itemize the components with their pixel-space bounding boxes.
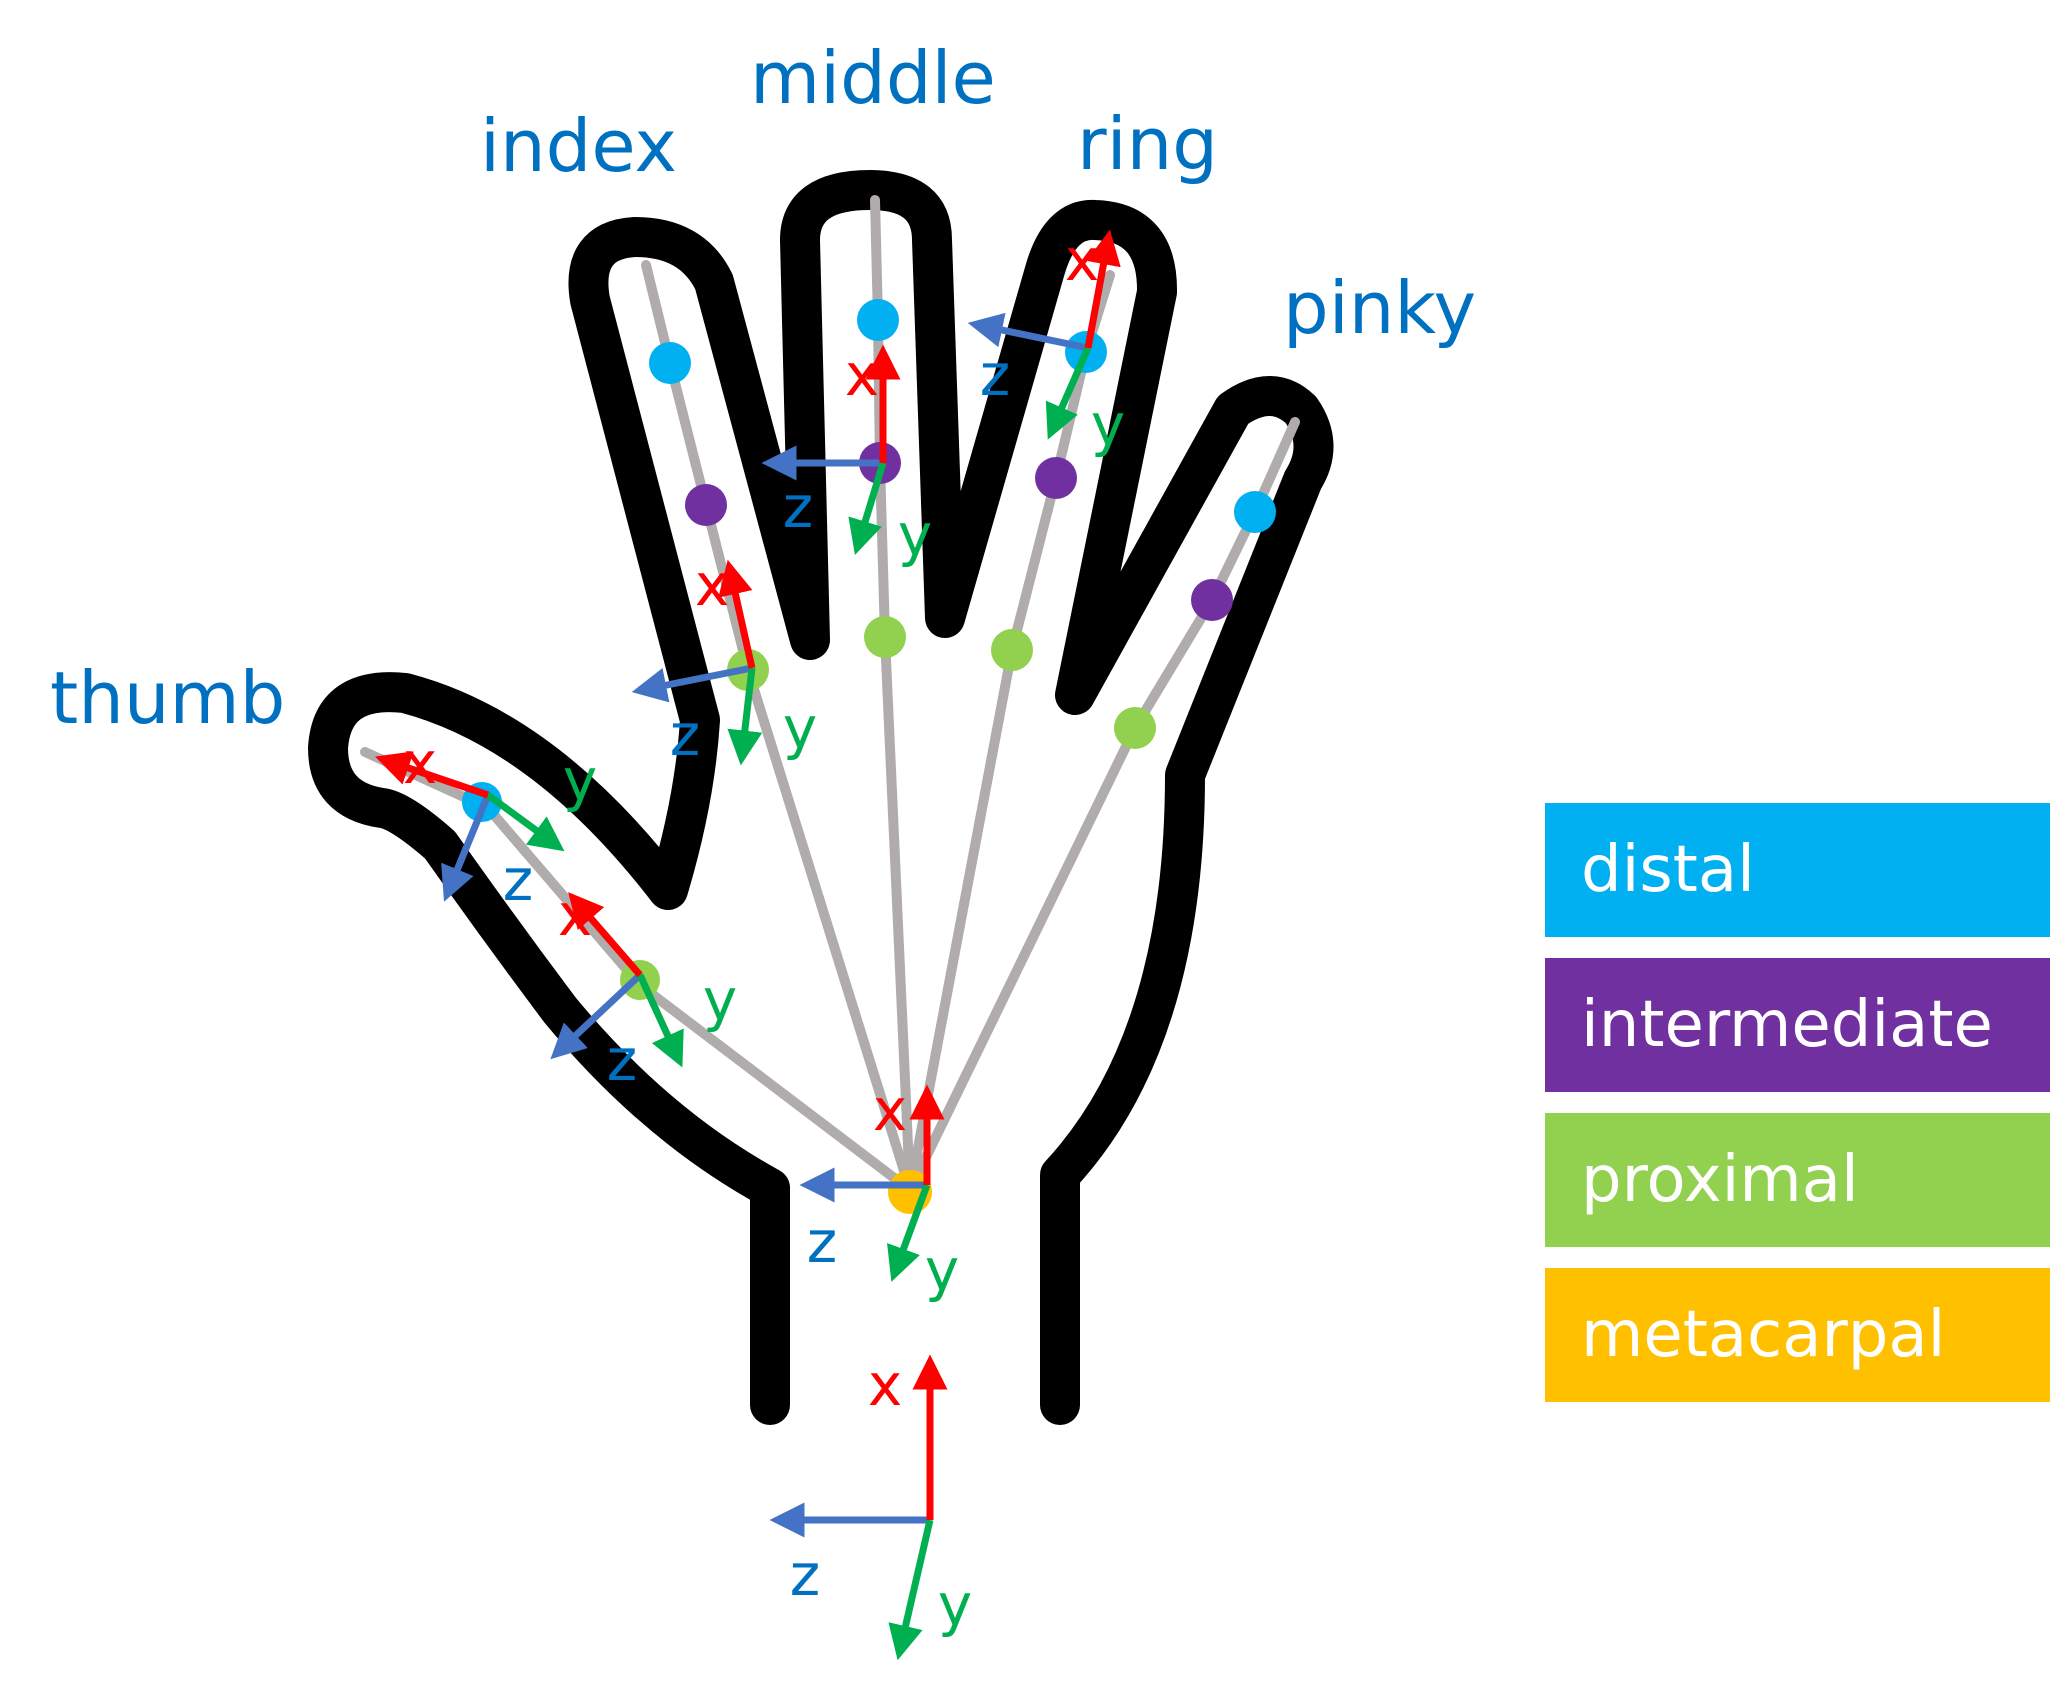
frame-world-x-label: x <box>868 1351 902 1419</box>
finger-label-pinky: pinky <box>1283 266 1477 350</box>
frame-thumb-distal-z-label: z <box>503 846 533 914</box>
hand-outline-left <box>308 170 1334 1425</box>
finger-label-ring: ring <box>1077 102 1218 186</box>
joint-pinky-distal <box>1234 491 1276 533</box>
joint-ring-proximal <box>991 629 1033 671</box>
frame-root-y-label: y <box>925 1236 959 1304</box>
joint-middle-proximal <box>864 616 906 658</box>
frame-root-x-label: x <box>873 1076 907 1144</box>
frame-thumb-distal-x-axis <box>375 751 490 799</box>
frame-thumb-distal-y-label: y <box>563 746 597 814</box>
frame-middle-x-label: x <box>845 341 879 409</box>
frame-root-y-axis <box>887 1183 931 1282</box>
frame-thumb-proximal-y-label: y <box>703 966 737 1034</box>
frame-world-y-axis <box>888 1519 934 1661</box>
joint-ring-intermediate <box>1035 457 1077 499</box>
bone-legend: distal intermediate proximal metacarpal <box>1545 803 2050 1423</box>
frame-index-z-label: z <box>670 701 700 769</box>
frame-ring-z-label: z <box>980 341 1010 409</box>
frame-thumb-proximal-x-axis <box>568 892 643 978</box>
legend-item-distal: distal <box>1545 803 2050 937</box>
frame-thumb-proximal-y-axis <box>636 973 684 1068</box>
joint-pinky-intermediate <box>1191 579 1233 621</box>
frame-thumb-proximal-z-axis <box>550 972 643 1060</box>
frame-world-y-label: y <box>938 1571 972 1639</box>
frame-ring-x-label: x <box>1065 226 1099 294</box>
legend-item-metacarpal: metacarpal <box>1545 1268 2050 1402</box>
middle-bones <box>870 195 915 1195</box>
frame-index-y-label: y <box>783 694 817 762</box>
finger-label-middle: middle <box>750 36 996 120</box>
frame-ring-x-axis <box>1084 229 1121 349</box>
frame-middle-y-label: y <box>898 501 932 569</box>
frame-root-z-label: z <box>807 1208 837 1276</box>
frame-ring-y-axis <box>1045 346 1092 440</box>
legend-item-intermediate: intermediate <box>1545 958 2050 1092</box>
joint-pinky-proximal <box>1114 707 1156 749</box>
frame-index-x-axis <box>718 559 756 669</box>
frame-thumb-distal-y-axis <box>485 792 565 852</box>
frame-world-z-label: z <box>790 1541 820 1609</box>
frame-thumb-proximal-z-label: z <box>607 1026 637 1094</box>
legend-label-distal: distal <box>1581 833 1755 907</box>
frame-index-x-label: x <box>695 551 729 619</box>
frame-index-y-axis <box>727 667 763 766</box>
frame-ring-y-label: y <box>1091 391 1125 459</box>
frame-ring-z-axis <box>967 312 1089 352</box>
thumb-bones <box>360 747 915 1195</box>
legend-label-intermediate: intermediate <box>1581 988 1993 1062</box>
frame-index-z-axis <box>631 664 753 703</box>
finger-label-index: index <box>480 104 677 188</box>
finger-label-thumb: thumb <box>50 656 286 740</box>
joint-index-intermediate <box>685 484 727 526</box>
legend-label-proximal: proximal <box>1581 1143 1859 1217</box>
joint-middle-distal <box>857 299 899 341</box>
frame-thumb-proximal-x-label: x <box>558 881 592 949</box>
legend-item-proximal: proximal <box>1545 1113 2050 1247</box>
frame-thumb-distal-z-axis <box>441 793 492 902</box>
legend-label-metacarpal: metacarpal <box>1581 1298 1946 1372</box>
joint-index-distal <box>649 342 691 384</box>
hand-outline <box>308 170 1334 1425</box>
frame-thumb-distal-x-label: x <box>403 729 437 797</box>
frame-middle-y-axis <box>848 461 887 556</box>
frame-middle-z-label: z <box>783 473 813 541</box>
